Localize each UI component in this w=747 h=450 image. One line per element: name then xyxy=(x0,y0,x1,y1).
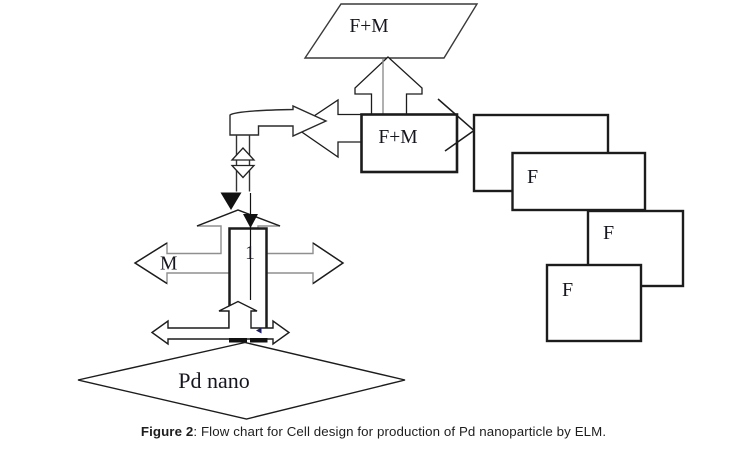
cell-bottom-bar-right xyxy=(250,338,268,343)
up-arrowhead-icon xyxy=(196,209,281,227)
fm-rect-label: F+M xyxy=(378,127,417,148)
cascade-label-2: F xyxy=(527,166,538,188)
tube-up-chevron-icon xyxy=(230,147,256,161)
caption-figure-number: Figure 2 xyxy=(140,424,194,439)
cascade-label-4: F xyxy=(562,279,573,301)
membrane-label: M xyxy=(160,254,177,275)
cell-label: 1 xyxy=(245,243,255,264)
figure-caption: Figure 2: Flow chart for Cell design for… xyxy=(0,424,747,439)
fm-rect-node xyxy=(360,113,459,174)
right-arrowhead-stroke-icon xyxy=(312,242,345,285)
parallelogram-node xyxy=(303,3,479,59)
down-filled-arrow-icon xyxy=(220,192,242,210)
caption-text: : Flow chart for Cell design for product… xyxy=(193,424,607,439)
parallelogram-label: F+M xyxy=(349,16,388,37)
elbow-arrow xyxy=(229,104,328,138)
small-marker-icon xyxy=(256,327,262,334)
center-line-arrowhead-icon xyxy=(243,214,258,228)
product-diamond xyxy=(77,341,406,420)
cascade-rect-2 xyxy=(511,151,647,212)
product-label: Pd nano xyxy=(178,368,250,393)
left-arrowhead-icon xyxy=(133,242,168,285)
tube-down-chevron-icon xyxy=(230,164,256,179)
up-block-arrow xyxy=(354,56,423,117)
cascade-rect-4 xyxy=(545,263,643,343)
bottom-double-arrow xyxy=(150,300,291,346)
cell-bottom-bar-left xyxy=(229,338,247,343)
cascade-label-3: F xyxy=(603,222,614,244)
